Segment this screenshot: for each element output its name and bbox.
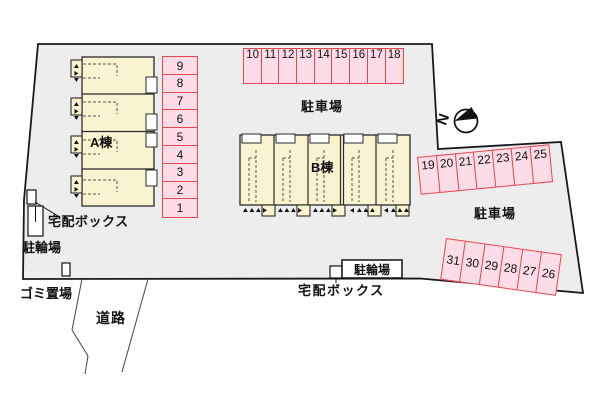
delivery-box-label-left: 宅配ボックス — [48, 214, 129, 229]
bicycle-box-bottom — [341, 259, 403, 279]
parking-stall: 12 — [278, 48, 298, 84]
bicycle-label-left: 駐輪場 — [22, 240, 62, 255]
bicycle-label-bottom: 駐輪場 — [353, 262, 390, 277]
parking-lot-label-right: 駐車場 — [474, 206, 517, 221]
parking-stall: 15 — [331, 48, 351, 84]
parking-stall: 2 — [162, 180, 198, 200]
delivery-box-marker-bottom — [329, 265, 343, 279]
parking-column-1-9: 9 8 7 6 5 4 3 2 1 — [162, 56, 198, 218]
garbage-label: ゴミ置場 — [20, 286, 73, 301]
parking-stall: 4 — [162, 144, 198, 165]
parking-stall: 6 — [162, 109, 198, 129]
parking-stall: 25 — [529, 144, 554, 185]
parking-stall: 8 — [162, 73, 198, 94]
road-label: 道路 — [96, 310, 126, 326]
parking-stall: 17 — [366, 48, 386, 84]
parking-stall: 11 — [260, 48, 280, 84]
parking-stall: 5 — [162, 127, 198, 147]
parking-stall: 10 — [243, 48, 263, 84]
parking-row-10-18: 10 11 12 13 14 15 16 17 18 — [243, 48, 404, 84]
parking-stall: 16 — [349, 48, 369, 84]
building-a-interior-dashes — [83, 63, 118, 195]
compass-icon — [453, 107, 479, 134]
building-b — [239, 133, 411, 217]
garbage-marker — [61, 262, 71, 277]
delivery-box-marker-left — [26, 189, 37, 205]
parking-stall: 18 — [384, 48, 404, 84]
parking-stall: 1 — [162, 198, 198, 218]
building-b-interior-dashes — [248, 150, 394, 202]
building-a — [70, 56, 158, 207]
parking-stall: 14 — [313, 48, 333, 84]
delivery-box-label-bottom: 宅配ボックス — [298, 283, 385, 298]
parking-stall: 13 — [296, 48, 316, 84]
road-edge-left — [71, 278, 89, 375]
parking-stall: 7 — [162, 91, 198, 111]
road-edge-right — [121, 278, 149, 373]
building-b-label: B棟 — [311, 160, 334, 175]
parking-stall: 3 — [162, 162, 198, 183]
parking-stall: 9 — [162, 56, 198, 76]
delivery-box-leader-left — [34, 201, 59, 217]
building-a-label: A棟 — [90, 135, 113, 150]
parking-lot-label-top: 駐車場 — [301, 99, 344, 114]
